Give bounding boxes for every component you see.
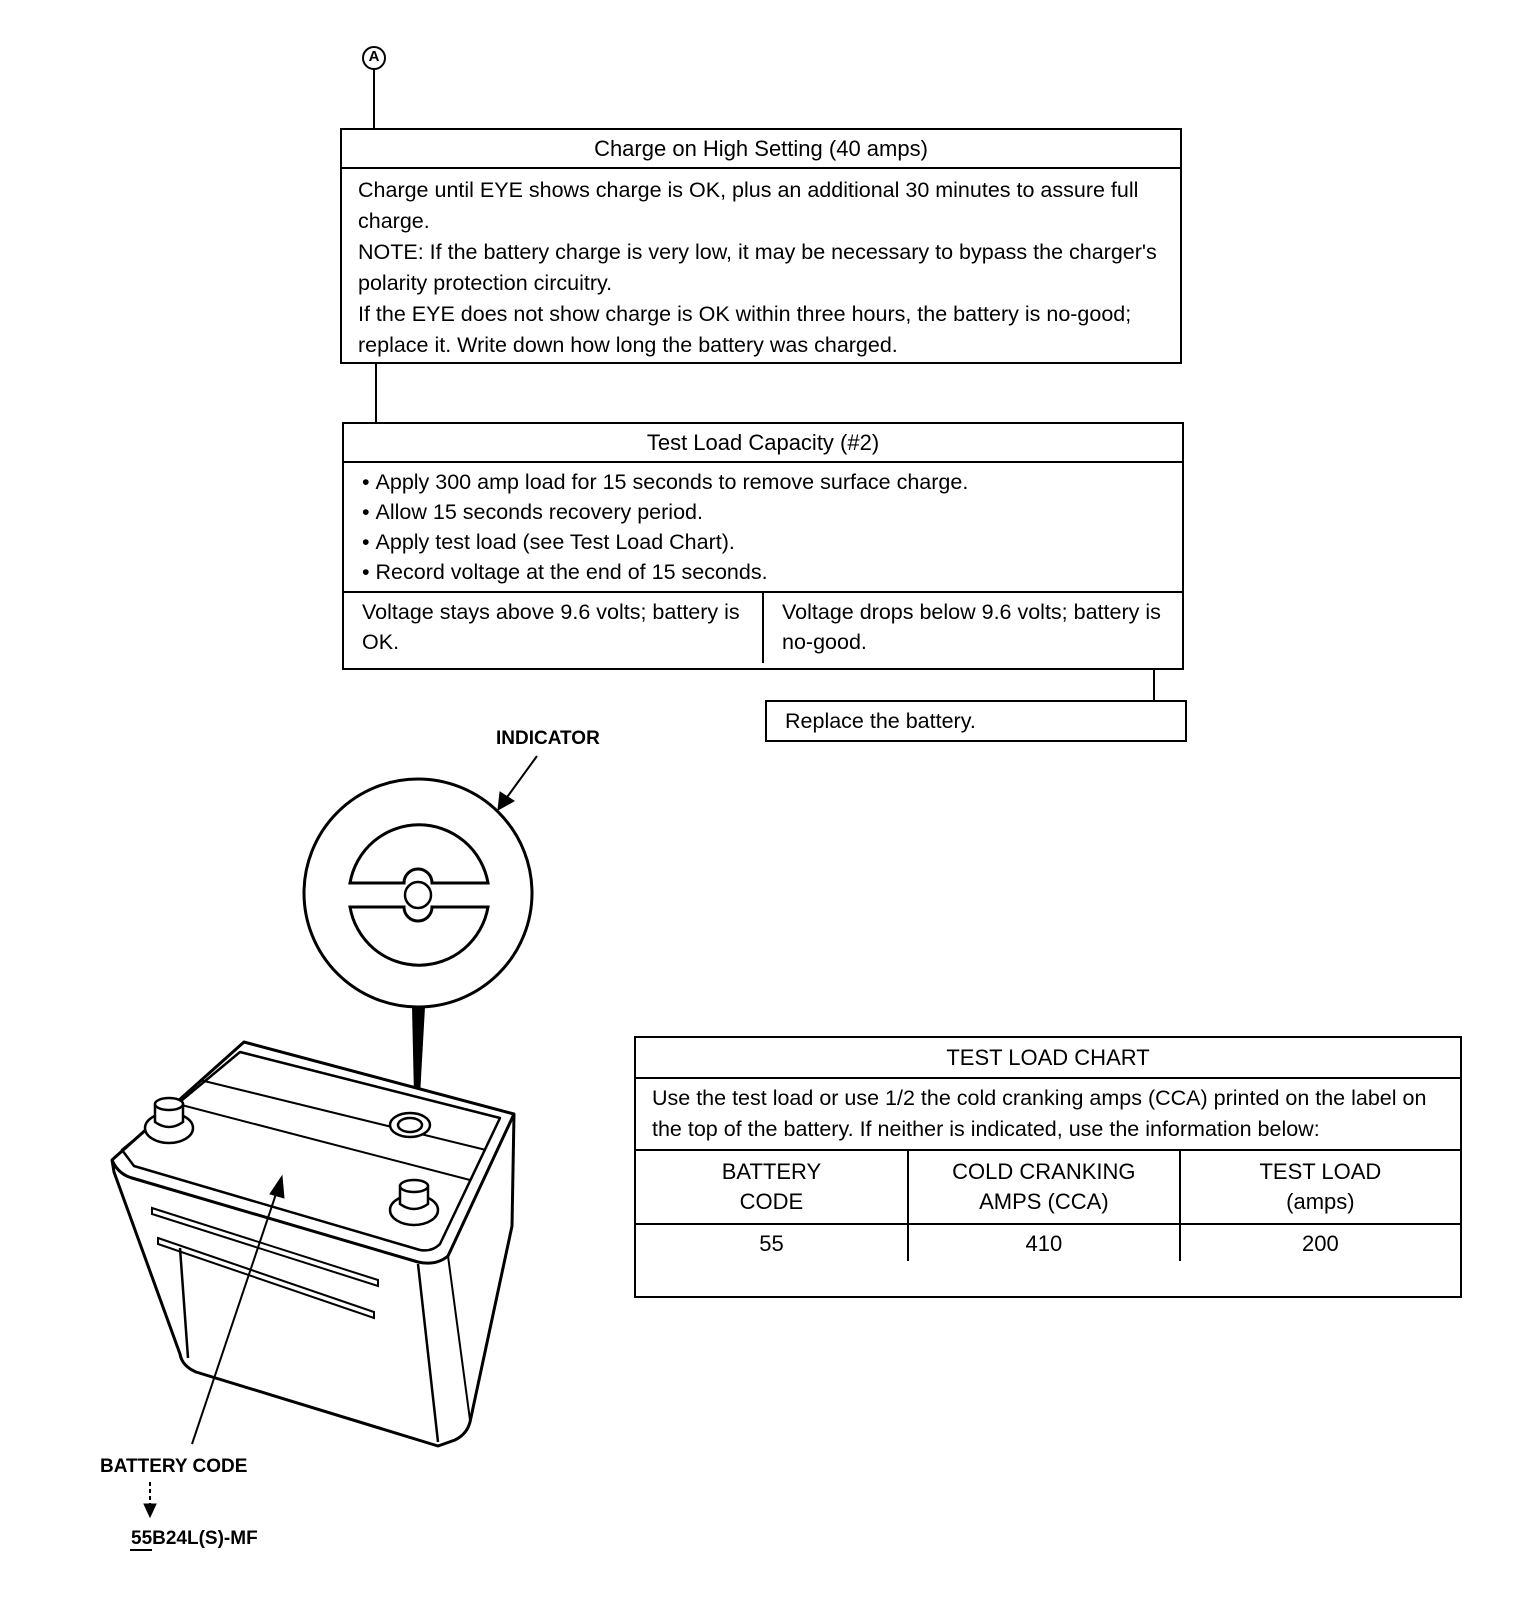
indicator-label: INDICATOR: [496, 728, 600, 749]
test-load-steps: Apply 300 amp load for 15 seconds to rem…: [344, 463, 1182, 591]
charge-box: Charge on High Setting (40 amps) Charge …: [340, 128, 1182, 364]
battery-code-label: BATTERY CODE: [100, 1456, 248, 1477]
battery-side-grooves: [151, 1206, 379, 1320]
header-battery-code: BATTERY CODE: [636, 1149, 908, 1224]
charge-box-title: Charge on High Setting (40 amps): [342, 130, 1180, 169]
battery-code-arrow: [191, 1174, 285, 1445]
code-suffix: B24L(S)-MF: [152, 1528, 258, 1549]
indicator-arrow: [497, 755, 538, 811]
test-step: Allow 15 seconds recovery period.: [362, 497, 1172, 527]
connector-a-label: A: [368, 48, 380, 65]
charge-box-body: Charge until EYE shows charge is OK, plu…: [342, 169, 1180, 367]
table-header-row: BATTERY CODE COLD CRANKING AMPS (CCA) TE…: [636, 1149, 1460, 1224]
battery-indicator-eye: [388, 1111, 432, 1139]
cell-battery-code: 55: [636, 1223, 908, 1261]
result-no-good: Voltage drops below 9.6 volts; battery i…: [762, 593, 1182, 663]
replace-battery-text: Replace the battery.: [785, 709, 976, 733]
battery-code-value: 55B24L(S)-MF: [131, 1528, 258, 1550]
code-prefix: 55: [131, 1528, 153, 1549]
code-dashed-arrow: [143, 1482, 157, 1519]
test-load-chart: TEST LOAD CHART Use the test load or use…: [634, 1036, 1462, 1298]
table-row: 55 410 200: [636, 1223, 1460, 1261]
test-step: Apply test load (see Test Load Chart).: [362, 527, 1172, 557]
result-ok: Voltage stays above 9.6 volts; battery i…: [362, 600, 740, 654]
replace-battery-box: Replace the battery.: [765, 700, 1187, 742]
test-step: Apply 300 amp load for 15 seconds to rem…: [362, 467, 1172, 497]
indicator-pointer: [412, 1007, 425, 1096]
header-cca: COLD CRANKING AMPS (CCA): [906, 1149, 1180, 1224]
header-test-load: TEST LOAD (amps): [1178, 1149, 1460, 1224]
battery-terminal-right: [388, 1178, 440, 1227]
charge-failure-instruction: If the EYE does not show charge is OK wi…: [358, 302, 1132, 357]
test-load-box: Test Load Capacity (#2) Apply 300 amp lo…: [342, 422, 1184, 670]
charge-instruction: Charge until EYE shows charge is OK, plu…: [358, 178, 1139, 233]
test-load-box-title: Test Load Capacity (#2): [344, 424, 1182, 463]
cell-test-load: 200: [1178, 1223, 1460, 1261]
battery-terminal-left: [143, 1096, 195, 1145]
test-step: Record voltage at the end of 15 seconds.: [362, 557, 1172, 587]
test-load-chart-title: TEST LOAD CHART: [636, 1038, 1460, 1079]
test-load-table: BATTERY CODE COLD CRANKING AMPS (CCA) TE…: [636, 1149, 1460, 1261]
indicator-magnified-view: [302, 777, 534, 1009]
test-load-chart-description: Use the test load or use 1/2 the cold cr…: [652, 1086, 1427, 1141]
charge-note: NOTE: If the battery charge is very low,…: [358, 240, 1157, 295]
battery-body: [110, 1040, 516, 1448]
cell-cca: 410: [906, 1223, 1180, 1261]
test-results: Voltage stays above 9.6 volts; battery i…: [344, 591, 1182, 663]
